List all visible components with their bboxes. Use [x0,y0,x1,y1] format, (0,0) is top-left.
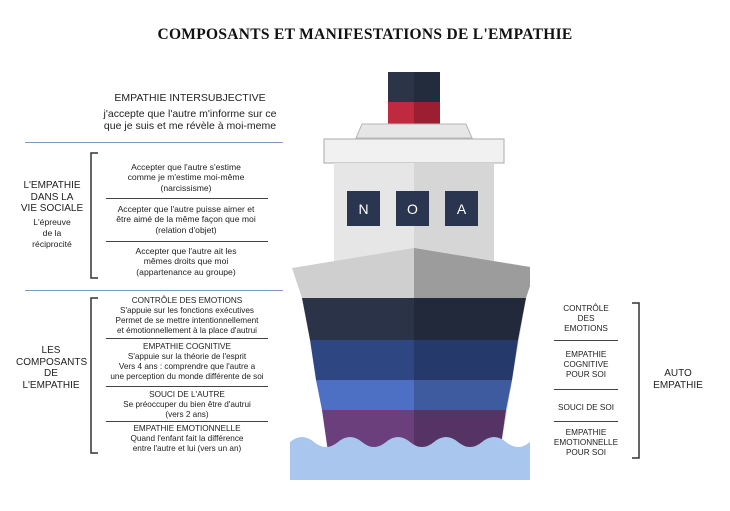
vie-sociale-sub-line: L'épreuve [33,216,71,227]
vie-sociale-label: L'EMPATHIE DANS LA VIE SOCIALE L'épreuve… [18,180,86,250]
item-line: CONTRÔLE [563,304,609,313]
item-line: EMOTIONS [564,324,608,333]
item-line: une perception du monde différente de so… [110,372,264,381]
item-line: Permet de se mettre intentionnellement [115,316,259,325]
cabin-roof [323,138,505,164]
funnel-band-shade [414,102,440,124]
item-divider [106,241,268,242]
window [445,191,478,226]
item-line: Accepter que l'autre s'estime [131,162,241,172]
funnel-shade [414,72,440,102]
item-heading: CONTRÔLE DES EMOTIONS [131,296,243,305]
auto-label: AUTO EMPATHIE [646,368,710,391]
window-letter: A [457,201,467,217]
item-line: comme je m'estime moi-même [127,172,245,183]
item-line: (narcissisme) [160,182,212,193]
item-line: Se préoccuper du bien être d'autrui [123,400,251,409]
item-line: EMPATHIE [565,350,607,359]
auto-label-line: EMPATHIE [653,379,703,391]
intersubjective-line: j'accepte que l'autre m'informe sur ce [103,107,277,120]
item-line: POUR SOI [565,370,607,379]
item-line: (appartenance au groupe) [136,266,236,277]
item-line: (vers 2 ans) [165,410,209,419]
hull-band-mid [310,340,518,380]
upper-deck [355,123,473,139]
vie-sociale-sub-line: de la [42,227,62,238]
composants-label-line: LES [41,345,61,356]
composants-label-line: COMPOSANTS [16,356,88,368]
item-line: COGNITIVE [563,360,609,369]
item-divider [106,198,268,199]
item-heading: EMPATHIE EMOTIONNELLE [133,424,241,433]
item-line: mêmes droits que moi [143,256,229,267]
composants-label-line: L'EMPATHIE [22,379,80,391]
hull-band-top [302,298,526,340]
item-line: entre l'autre et lui (vers un an) [132,444,242,453]
vie-sociale-label-line: L'EMPATHIE [23,180,81,191]
intersubjective-line: que je suis et me révèle à moi-meme [103,120,277,132]
intersubjective-block: EMPATHIE INTERSUBJECTIVE j'accepte que l… [40,92,340,133]
composants-label-line: DE [44,368,58,380]
vie-sociale-sub-line: réciprocité [32,238,72,249]
composants-bracket [90,297,98,454]
item-line: (relation d'objet) [155,224,217,235]
item-line: S'appuie sur les fonctions exécutives [119,306,254,315]
item-divider [554,389,618,390]
composant-item: EMPATHIE COGNITIVE S'appuie sur la théor… [100,342,274,382]
auto-item: SOUCI DE SOI [544,403,628,413]
item-line: POUR SOI [565,448,607,457]
item-divider [554,340,618,341]
vie-sociale-label-line: DANS LA [30,191,74,203]
window-letter: N [358,201,368,217]
vie-sociale-item: Accepter que l'autre s'estime comme je m… [102,162,270,193]
item-divider [106,421,268,422]
auto-bracket [632,302,640,459]
item-heading: SOUCI DE L'AUTRE [149,390,225,399]
vie-sociale-item: Accepter que l'autre ait les mêmes droit… [102,246,270,277]
ship-illustration: N O A [290,72,530,480]
item-line: Vers 4 ans : comprendre que l'autre a [118,362,256,371]
item-line: SOUCI DE SOI [558,403,614,412]
window [347,191,380,226]
auto-item: EMPATHIE COGNITIVE POUR SOI [544,350,628,380]
item-line: EMPATHIE [565,428,607,437]
item-divider [554,421,618,422]
item-line: S'appuie sur la théorie de l'esprit [127,352,247,361]
vie-sociale-bracket [90,152,98,279]
auto-label-line: AUTO [664,368,692,379]
composants-label: LES COMPOSANTS DE L'EMPATHIE [16,345,88,391]
item-divider [106,338,268,339]
composant-item: SOUCI DE L'AUTRE Se préoccuper du bien ê… [100,390,274,420]
water [290,437,530,480]
item-line: DES [577,314,595,323]
composant-item: CONTRÔLE DES EMOTIONS S'appuie sur les f… [100,296,274,336]
divider-middle [25,290,283,292]
item-heading: EMPATHIE COGNITIVE [143,342,231,351]
composant-item: EMPATHIE EMOTIONNELLE Quand l'enfant fai… [100,424,274,454]
item-line: Accepter que l'autre puisse aimer et [117,204,255,214]
hull-band-light [316,380,512,410]
divider-top [25,142,283,144]
item-line: Quand l'enfant fait la différence [130,434,244,443]
page-title: COMPOSANTS ET MANIFESTATIONS DE L'EMPATH… [157,26,573,43]
window-letter: O [407,201,418,217]
item-line: et émotionnellement à la place d'autrui [117,326,257,335]
intersubjective-heading: EMPATHIE INTERSUBJECTIVE [114,92,266,104]
auto-item: CONTRÔLE DES EMOTIONS [544,304,628,334]
deck-shade [414,248,530,298]
window [396,191,429,226]
hull-shade [414,298,526,452]
hull-band-bottom [322,410,506,452]
vie-sociale-label-line: VIE SOCIALE [20,203,84,215]
item-divider [106,386,268,387]
item-line: EMOTIONNELLE [553,438,619,447]
vie-sociale-item: Accepter que l'autre puisse aimer et êtr… [102,204,270,235]
auto-item: EMPATHIE EMOTIONNELLE POUR SOI [544,428,628,458]
item-line: Accepter que l'autre ait les [135,246,237,256]
item-line: être aimé de la même façon que moi [116,214,256,225]
